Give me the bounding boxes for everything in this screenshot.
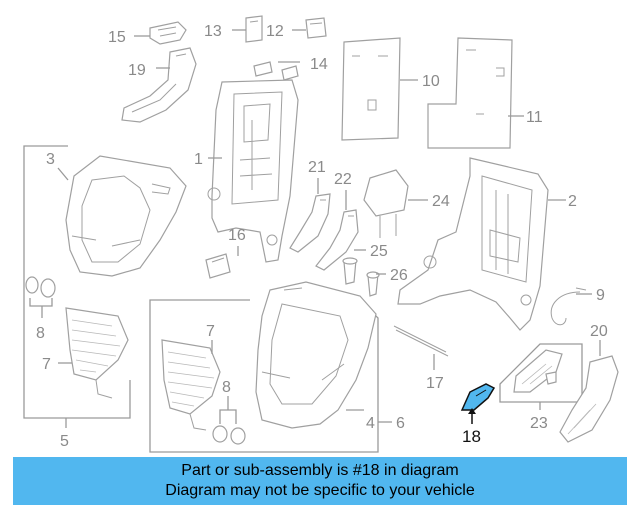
part-13-block xyxy=(245,15,263,43)
part-5-bracket xyxy=(23,145,131,419)
part-11-back-panel xyxy=(427,37,513,149)
callout-19: 19 xyxy=(128,62,146,79)
callout-22: 22 xyxy=(334,171,352,188)
callout-23: 23 xyxy=(530,415,548,432)
part-8-buttons-inner xyxy=(212,425,246,445)
part-25-guide xyxy=(342,257,358,285)
info-banner: Part or sub-assembly is #18 in diagram D… xyxy=(13,457,627,505)
banner-line-2: Diagram may not be specific to your vehi… xyxy=(165,482,475,499)
callout-10: 10 xyxy=(422,73,440,90)
part-19-trim xyxy=(121,47,197,123)
banner-line-1: Part or sub-assembly is #18 in diagram xyxy=(181,462,459,479)
part-24-headrest xyxy=(363,169,409,238)
part-8-buttons-left xyxy=(25,276,56,298)
part-26-guide xyxy=(366,271,380,297)
part-9-hook xyxy=(550,287,587,326)
part-2-seatback-frame-right xyxy=(397,157,549,331)
callout-13: 13 xyxy=(204,23,222,40)
callout-7a: 7 xyxy=(42,356,51,373)
part-17-rod xyxy=(393,325,449,357)
part-18-highlighted[interactable] xyxy=(460,383,496,411)
part-7-pad-inner xyxy=(161,339,221,431)
callout-3: 3 xyxy=(46,151,55,168)
callout-20: 20 xyxy=(590,323,608,340)
callout-4: 4 xyxy=(366,415,375,432)
part-10-back-panel xyxy=(341,37,401,141)
callout-1: 1 xyxy=(194,151,203,168)
callout-6: 6 xyxy=(396,415,405,432)
part-21-trim xyxy=(289,193,331,253)
callout-5: 5 xyxy=(60,433,69,450)
callout-2: 2 xyxy=(568,193,577,210)
callout-21: 21 xyxy=(308,159,326,176)
callout-15: 15 xyxy=(108,29,126,46)
part-16-knob xyxy=(205,253,231,279)
part-23-bracket xyxy=(499,343,583,403)
part-20-side-trim xyxy=(559,355,619,443)
parts-diagram: 15 13 12 14 19 1 10 xyxy=(23,15,619,453)
callout-26: 26 xyxy=(390,267,408,284)
callout-12: 12 xyxy=(266,23,284,40)
callout-25: 25 xyxy=(370,243,388,260)
part-7-pad-left xyxy=(65,307,129,399)
part-22-trim xyxy=(315,209,359,271)
callout-8a: 8 xyxy=(36,325,45,342)
part-23-trim xyxy=(513,349,563,393)
part-3-back-cushion xyxy=(65,155,187,277)
part-15-clip xyxy=(149,21,187,45)
callout-14: 14 xyxy=(310,56,328,73)
part-14-clips xyxy=(253,61,299,81)
callout-17: 17 xyxy=(426,375,444,392)
callout-18: 18 xyxy=(462,427,481,446)
part-12-block xyxy=(305,17,327,39)
part-1-seatback-frame xyxy=(207,79,299,263)
callout-16: 16 xyxy=(228,227,246,244)
part-4-seat-cushion xyxy=(255,281,377,429)
callout-9: 9 xyxy=(596,287,605,304)
callout-11: 11 xyxy=(526,109,543,126)
callout-7b: 7 xyxy=(206,323,215,340)
callout-8b: 8 xyxy=(222,379,231,396)
callout-24: 24 xyxy=(432,193,450,210)
